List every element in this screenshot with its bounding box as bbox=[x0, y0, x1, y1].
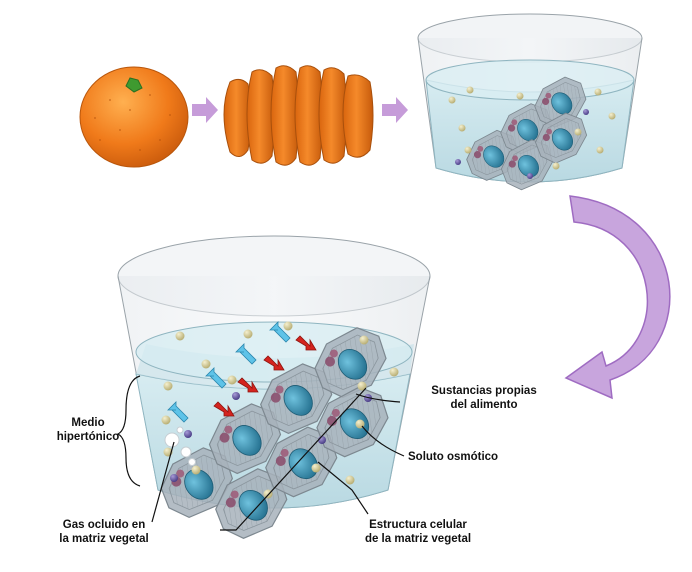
process-arrow-icon bbox=[192, 97, 218, 123]
small-beaker bbox=[417, 13, 643, 200]
annotation-lines bbox=[116, 375, 405, 531]
medio-hipertonico-label-line2: hipertónico bbox=[57, 431, 120, 443]
gas-ocluido-label-line2: la matriz vegetal bbox=[59, 533, 148, 545]
solute-efflux-arrow-icon bbox=[213, 335, 317, 417]
sustancias-propias-label-line1: Sustancias propias bbox=[431, 385, 536, 397]
solute-particles bbox=[161, 321, 399, 499]
orange-slices-icon bbox=[223, 65, 374, 166]
occluded-gas-bubbles bbox=[164, 426, 196, 466]
water-influx-arrow-icon bbox=[167, 321, 291, 423]
process-arrow-icon bbox=[382, 97, 408, 123]
food-substances bbox=[170, 392, 372, 482]
whole-orange bbox=[79, 66, 189, 168]
medio-hipertonico-label-line1: Medio bbox=[71, 417, 104, 429]
large-beaker bbox=[117, 235, 431, 552]
curved-arrow-icon bbox=[564, 195, 671, 400]
estructura-celular-label-line2: de la matriz vegetal bbox=[365, 533, 471, 545]
sustancias-propias-label-line2: del alimento bbox=[450, 399, 517, 411]
soluto-osmotico-label: Soluto osmótico bbox=[408, 451, 498, 463]
estructura-celular-label-line1: Estructura celular bbox=[369, 519, 467, 531]
gas-ocluido-label-line1: Gas ocluido en bbox=[63, 519, 145, 531]
